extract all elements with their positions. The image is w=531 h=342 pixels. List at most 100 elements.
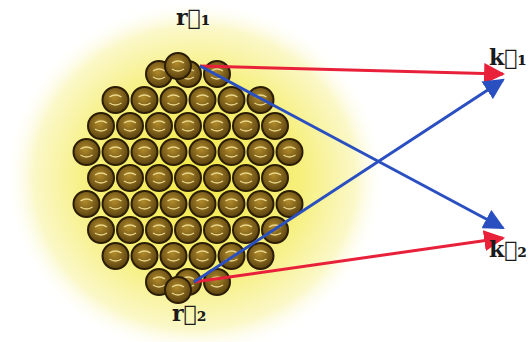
particle [117, 165, 143, 191]
particle-body [88, 113, 114, 139]
particle-body [233, 165, 259, 191]
ray [194, 80, 503, 282]
particle-body [219, 191, 245, 217]
particle-body [88, 165, 114, 191]
particle-mark [139, 95, 151, 105]
particle-body [262, 113, 288, 139]
particle-body [117, 217, 143, 243]
particle [146, 165, 172, 191]
particle [204, 165, 230, 191]
particle-body [190, 243, 216, 269]
vector-label: k⃗₂ [489, 236, 527, 262]
particle [219, 191, 245, 217]
particle [190, 191, 216, 217]
particle-mark [211, 225, 223, 235]
particle [132, 139, 158, 165]
particle-mark [168, 95, 180, 105]
particle-body [132, 191, 158, 217]
particle-mark [110, 199, 122, 209]
particle-mark [226, 147, 238, 157]
particle-body [165, 277, 191, 303]
particle-mark [95, 225, 107, 235]
particle [161, 243, 187, 269]
particle [233, 113, 259, 139]
particle [132, 243, 158, 269]
particle [132, 191, 158, 217]
particle-mark [182, 121, 194, 131]
glow [5, 0, 385, 342]
particle [175, 165, 201, 191]
particle-mark [255, 251, 267, 261]
particle-mark [139, 199, 151, 209]
particle-mark [269, 173, 281, 183]
particle-mark [172, 285, 184, 295]
particle [74, 191, 100, 217]
particle [88, 113, 114, 139]
particle-body [190, 87, 216, 113]
particle-mark [255, 199, 267, 209]
particle [248, 191, 274, 217]
particle [161, 139, 187, 165]
particle-body [175, 113, 201, 139]
particle-mark [153, 69, 165, 79]
particle [175, 113, 201, 139]
particle [161, 191, 187, 217]
particle-body [233, 217, 259, 243]
particle-mark [182, 225, 194, 235]
particle-mark [153, 173, 165, 183]
particle-mark [110, 251, 122, 261]
particle [103, 87, 129, 113]
particle-body [204, 217, 230, 243]
particles [74, 53, 303, 303]
ray [200, 66, 503, 228]
particle-mark [95, 173, 107, 183]
particle-body [146, 165, 172, 191]
vector-label: r⃗₂ [172, 300, 206, 326]
particle-mark [153, 277, 165, 287]
particle-mark [110, 147, 122, 157]
particle-body [248, 139, 274, 165]
particle-body [103, 243, 129, 269]
particle [74, 139, 100, 165]
particle-body [146, 113, 172, 139]
particle [165, 277, 191, 303]
particle-body [88, 217, 114, 243]
particle-body [161, 87, 187, 113]
vector-label: k⃗₁ [489, 44, 527, 70]
particle-body [277, 139, 303, 165]
particle [117, 113, 143, 139]
particle-mark [124, 121, 136, 131]
particle-body [165, 53, 191, 79]
particle [190, 139, 216, 165]
particle-body [175, 217, 201, 243]
vector-label: r⃗₁ [176, 4, 210, 30]
particle-body [74, 191, 100, 217]
particle [103, 243, 129, 269]
particle [103, 139, 129, 165]
particle [219, 87, 245, 113]
particle-body [117, 113, 143, 139]
particle-mark [211, 121, 223, 131]
particle-body [219, 139, 245, 165]
particle [146, 113, 172, 139]
particle-body [161, 191, 187, 217]
particle [204, 113, 230, 139]
particle-mark [197, 147, 209, 157]
particle-mark [240, 225, 252, 235]
particle-mark [197, 95, 209, 105]
particle-mark [153, 121, 165, 131]
particle [233, 165, 259, 191]
particle-mark [81, 147, 93, 157]
particle-mark [284, 147, 296, 157]
particle [204, 217, 230, 243]
particle-mark [269, 121, 281, 131]
particle-mark [124, 225, 136, 235]
particle-body [117, 165, 143, 191]
particle [248, 243, 274, 269]
particle [233, 217, 259, 243]
particle-body [175, 165, 201, 191]
particle-mark [182, 173, 194, 183]
particle [262, 165, 288, 191]
